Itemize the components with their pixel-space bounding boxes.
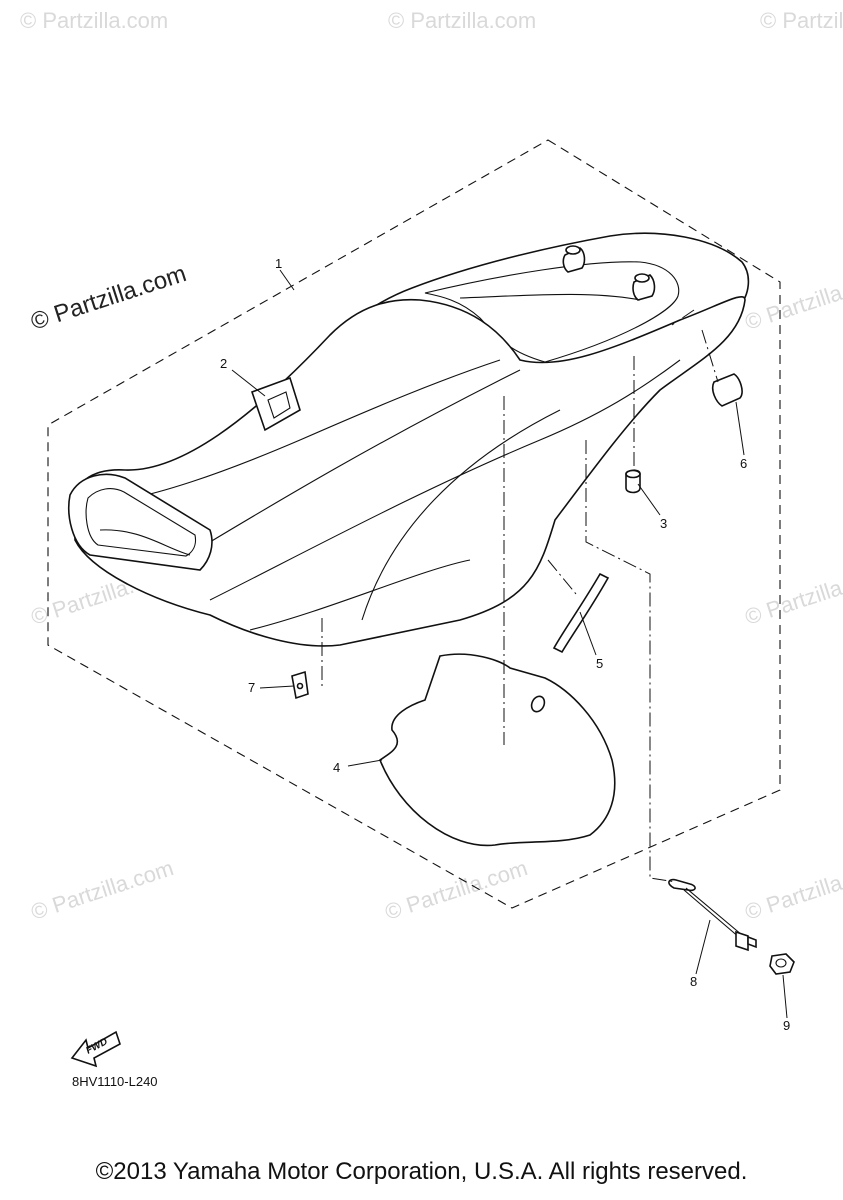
centre-lines — [321, 309, 719, 883]
callouts: 1 2 3 4 5 6 7 8 9 — [220, 256, 790, 1033]
part-3-damper — [625, 469, 641, 494]
watermark-faint: © Partzilla.com — [760, 8, 843, 33]
reference-code: 8HV1110-L240 — [72, 1074, 158, 1089]
part-9-nut — [769, 953, 795, 975]
part-6-pad — [711, 373, 743, 407]
watermark-faint: © Partzilla.com — [742, 265, 843, 335]
watermark-faint: © Partzilla.com — [388, 8, 536, 33]
part-5-strip — [552, 572, 610, 654]
callout-4: 4 — [333, 760, 340, 775]
callout-8: 8 — [690, 974, 697, 989]
watermark-faint: © Partzilla.com — [20, 8, 168, 33]
watermark-faint: © Partzilla.com — [742, 855, 843, 925]
part-4-plate — [379, 653, 616, 847]
watermark-faint: © Partzilla.com — [382, 855, 531, 925]
part-8-rod — [668, 878, 757, 952]
copyright-notice: ©2013 Yamaha Motor Corporation, U.S.A. A… — [95, 1158, 748, 1185]
seat-assembly — [68, 232, 750, 647]
callout-3: 3 — [660, 516, 667, 531]
watermark-faint: © Partzilla.com — [742, 560, 843, 630]
watermark-faint: © Partzilla.com — [28, 855, 177, 925]
leader-lines — [231, 269, 788, 1019]
fwd-arrow-icon: FWD — [70, 1030, 121, 1068]
callout-9: 9 — [783, 1018, 790, 1033]
watermark-main: © Partzilla.com — [28, 260, 190, 336]
assembly-boundary — [47, 139, 781, 909]
callout-7: 7 — [248, 680, 255, 695]
callout-5: 5 — [596, 656, 603, 671]
callout-6: 6 — [740, 456, 747, 471]
part-7-clip — [291, 670, 309, 700]
callout-2: 2 — [220, 356, 227, 371]
callout-1: 1 — [275, 256, 282, 271]
